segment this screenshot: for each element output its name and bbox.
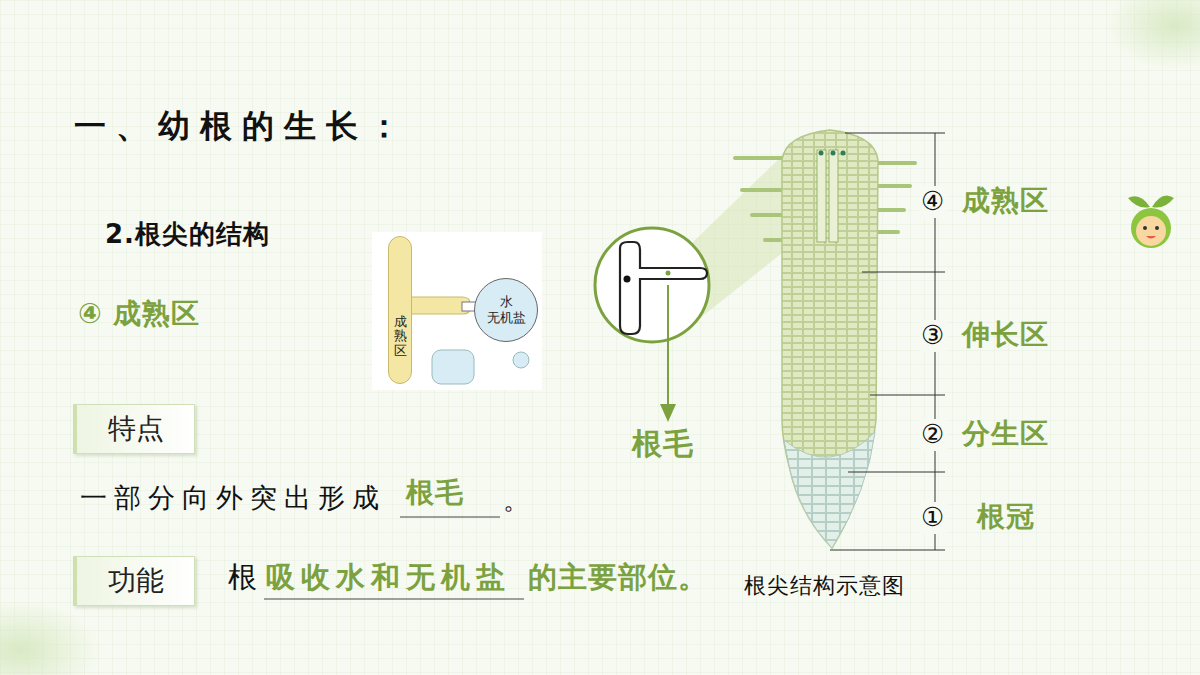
soil-particle — [513, 352, 529, 368]
root-hair — [752, 213, 784, 217]
slide-title: 一、幼根的生长： — [74, 108, 410, 145]
section-heading: 2.根尖的结构 — [105, 220, 270, 250]
zone-label: 根冠 — [977, 501, 1035, 533]
leaf-decoration — [0, 600, 100, 675]
root-cells — [782, 130, 878, 548]
root-hair — [876, 208, 904, 212]
blank-underline — [264, 599, 524, 600]
zone-heading: ④ 成熟区 — [78, 298, 200, 330]
water-circle: 水 无机盐 — [474, 278, 538, 342]
root-hair — [876, 161, 915, 165]
tab-label: 特点 — [108, 412, 164, 446]
sentence-text: 一部分向外突出形成 — [80, 482, 386, 513]
blank-underline — [400, 517, 500, 518]
root-hair — [876, 184, 910, 188]
leader-arrow — [667, 285, 669, 414]
cell-label: 成熟区 — [394, 315, 407, 383]
root-cap — [784, 432, 875, 548]
zone-label: 成熟区 — [962, 185, 1049, 217]
callout-number: ④ — [919, 186, 947, 218]
dot — [819, 151, 824, 156]
answer-text: 吸收水和无机盐 — [266, 561, 511, 594]
root-hair — [742, 188, 784, 192]
root-cap-cells — [784, 432, 875, 548]
root-hair — [735, 156, 784, 160]
cell-shape: 成熟区 — [388, 236, 412, 384]
zone-label: 伸长区 — [962, 319, 1049, 351]
root-hair-cell — [620, 242, 707, 334]
vessel — [817, 150, 826, 242]
inset-picture — [372, 232, 542, 390]
part-label: 根毛 — [632, 427, 694, 462]
sentence-text: 。 — [503, 486, 530, 516]
root-hair — [876, 230, 898, 234]
tab-label: 功能 — [108, 564, 164, 598]
answer-text: 根毛 — [406, 477, 464, 509]
callout-number: ① — [919, 502, 947, 534]
dot — [831, 151, 836, 156]
figure-caption: 根尖结构示意图 — [744, 573, 905, 598]
soil-particle — [432, 350, 474, 384]
dot — [841, 151, 846, 156]
mascot-icon — [1128, 195, 1174, 248]
circle-label: 水 无机盐 — [482, 294, 530, 325]
callout-number: ② — [919, 419, 947, 451]
sentence-text: 的主要部位。 — [528, 561, 708, 594]
leaf-decoration — [1105, 0, 1200, 70]
zone-label: 分生区 — [962, 418, 1049, 450]
function-tab: 功能 — [73, 556, 195, 606]
dot — [666, 271, 671, 276]
zoom-circle — [595, 228, 709, 342]
callout-number: ③ — [919, 320, 947, 352]
feature-tab: 特点 — [73, 404, 195, 454]
nucleus — [624, 276, 631, 283]
cell-branch — [410, 297, 470, 314]
vessel — [829, 150, 838, 242]
sentence-text: 根 — [228, 561, 258, 594]
root-tip — [782, 130, 878, 548]
root-hair — [765, 238, 784, 242]
